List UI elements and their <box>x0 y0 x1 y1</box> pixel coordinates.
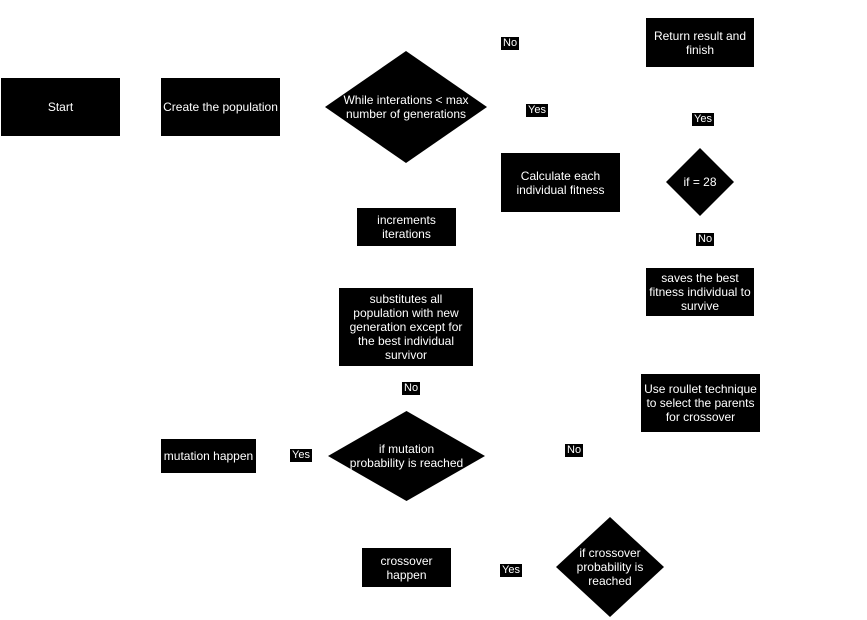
decision-crossover-probability: if crossover probability is reached <box>556 517 664 617</box>
node-create-population: Create the population <box>161 78 280 136</box>
node-save-best: saves the best fitness individual to sur… <box>646 268 754 316</box>
node-substitutes-population: substitutes all population with new gene… <box>339 288 473 366</box>
node-increments-iterations: increments iterations <box>357 208 456 246</box>
label-while-no: No <box>501 37 520 50</box>
decision-crossover-probability-label: if crossover probability is reached <box>576 546 644 588</box>
decision-while-iterations-shape <box>325 51 487 163</box>
node-roulette-selection: Use roullet technique to select the pare… <box>641 374 760 432</box>
label-crossover-yes: Yes <box>500 564 522 577</box>
node-calculate-fitness: Calculate each individual fitness <box>501 153 620 212</box>
decision-if-28-shape <box>666 148 734 216</box>
node-mutation-happen: mutation happen <box>161 439 256 473</box>
node-create-population-label: Create the population <box>163 100 278 114</box>
decision-crossover-probability-shape <box>556 517 664 617</box>
node-crossover-happen-label: crossover happen <box>380 553 433 582</box>
label-if28-yes: Yes <box>692 113 714 126</box>
node-return-result: Return result and finish <box>646 18 754 67</box>
node-crossover-happen: crossover happen <box>362 548 451 587</box>
decision-mutation-probability-shape <box>328 411 485 501</box>
label-while-yes: Yes <box>526 104 548 117</box>
node-roulette-selection-label: Use roullet technique to select the pare… <box>644 382 757 424</box>
label-substitutes-no: No <box>402 382 421 395</box>
label-mutation-yes: Yes <box>290 449 312 462</box>
label-if28-no: No <box>696 233 715 246</box>
decision-mutation-probability-label: if mutation probability is reached <box>349 442 464 470</box>
decision-if-28-label: if = 28 <box>683 175 717 189</box>
decision-while-iterations: While interations < max number of genera… <box>325 51 487 163</box>
node-substitutes-population-label: substitutes all population with new gene… <box>349 292 463 362</box>
node-increments-iterations-label: increments iterations <box>377 213 436 241</box>
node-save-best-label: saves the best fitness individual to sur… <box>649 271 751 313</box>
node-start: Start <box>1 78 120 136</box>
label-mutation-no: No <box>565 444 584 457</box>
decision-while-iterations-label: While interations < max number of genera… <box>343 93 469 121</box>
node-start-label: Start <box>47 100 74 114</box>
decision-mutation-probability: if mutation probability is reached <box>328 411 485 501</box>
node-mutation-happen-label: mutation happen <box>163 449 254 463</box>
node-return-result-label: Return result and finish <box>653 28 747 57</box>
node-calculate-fitness-label: Calculate each individual fitness <box>516 168 605 197</box>
decision-if-28: if = 28 <box>666 148 734 216</box>
